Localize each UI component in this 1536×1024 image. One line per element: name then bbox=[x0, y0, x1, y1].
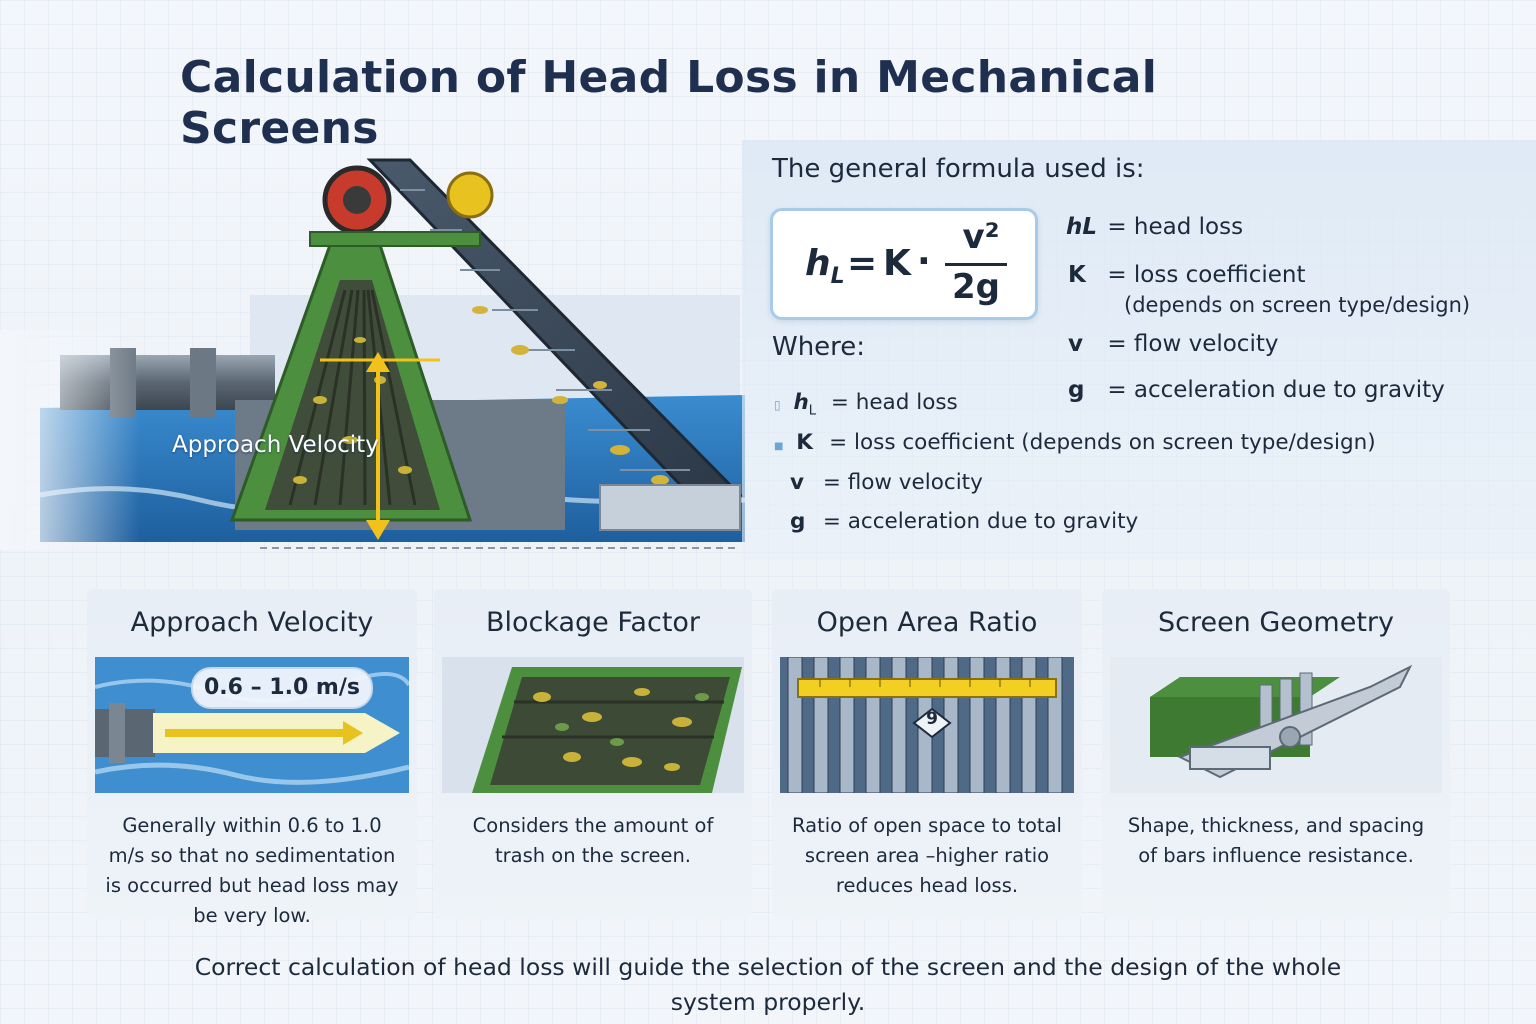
where-item-v: v = flow velocity bbox=[790, 470, 983, 495]
where-item-k: ■ K = loss coefficient (depends on scree… bbox=[774, 430, 1376, 455]
definition-g: g = acceleration due to gravity bbox=[1068, 377, 1445, 403]
card-description: Shape, thickness, and spacing of bars in… bbox=[1127, 814, 1425, 867]
bullet-icon: ■ bbox=[774, 441, 784, 452]
discharge-trough bbox=[599, 484, 741, 531]
velocity-illustration: 0.6 – 1.0 m/s bbox=[95, 657, 409, 793]
where-item-g: g = acceleration due to gravity bbox=[790, 509, 1139, 534]
card-title: Approach Velocity bbox=[130, 607, 374, 638]
bullet-icon: ▯ bbox=[774, 398, 781, 412]
definition-hl: hL = head loss bbox=[1066, 214, 1244, 240]
formula-k: K bbox=[883, 243, 911, 284]
fraction-bar bbox=[945, 263, 1007, 266]
card-title: Screen Geometry bbox=[1157, 607, 1395, 638]
belt-debris bbox=[472, 306, 669, 485]
belt-cleats bbox=[400, 189, 690, 471]
formula-box: hL = K · v² 2g bbox=[770, 208, 1038, 320]
card-blockage-factor: Blockage Factor bbox=[434, 589, 752, 919]
card-open-area-ratio: Open Area Ratio bbox=[772, 589, 1082, 919]
velocity-arrow bbox=[320, 352, 440, 540]
where-label: Where: bbox=[772, 332, 866, 362]
screen-bars bbox=[265, 280, 440, 510]
card-title: Open Area Ratio bbox=[816, 607, 1038, 638]
top-platform bbox=[309, 231, 481, 247]
where-item-hl: ▯ hL = head loss bbox=[774, 390, 958, 419]
bar-rack-ruler-drawing bbox=[780, 657, 1074, 793]
card-title: Blockage Factor bbox=[485, 607, 701, 638]
card-description: Generally within 0.6 to 1.0 m/s so that … bbox=[105, 814, 399, 927]
card-description: Ratio of open space to total screen area… bbox=[792, 814, 1062, 897]
geometry-illustration bbox=[1110, 657, 1442, 793]
screen-illustration: Approach Velocity bbox=[0, 150, 745, 550]
formula-numerator: v² bbox=[962, 217, 1000, 257]
drive-motor bbox=[446, 171, 494, 219]
velocity-range-badge: 0.6 – 1.0 m/s bbox=[191, 667, 373, 709]
formula-panel: The general formula used is: hL = K · v²… bbox=[742, 140, 1536, 560]
footer-summary: Correct calculation of head loss will gu… bbox=[194, 953, 1342, 1016]
blocked-screen-drawing bbox=[442, 657, 744, 793]
formula-lhs: hL bbox=[805, 243, 845, 290]
approach-velocity-label: Approach Velocity bbox=[172, 432, 379, 458]
formula-dot: · bbox=[917, 241, 931, 282]
page-title: Calculation of Head Loss in Mechanical S… bbox=[180, 52, 1158, 154]
card-approach-velocity: Approach Velocity 0.6 – 1.0 m/s Generall… bbox=[87, 589, 417, 927]
gauge-number: 9 bbox=[926, 709, 938, 729]
card-description: Considers the amount of trash on the scr… bbox=[472, 814, 714, 867]
definition-k-note: (depends on screen type/design) bbox=[1124, 293, 1471, 317]
mechanical-screen-drawing bbox=[0, 158, 745, 550]
blockage-illustration bbox=[442, 657, 744, 793]
formula-denominator: 2g bbox=[952, 267, 1000, 307]
definition-v: v = flow velocity bbox=[1068, 331, 1279, 357]
definition-k: K = loss coefficient bbox=[1068, 262, 1306, 288]
formula-intro: The general formula used is: bbox=[772, 154, 1145, 184]
bars-caliper-drawing bbox=[1110, 657, 1442, 793]
open-area-illustration: 9 bbox=[780, 657, 1074, 793]
card-screen-geometry: Screen Geometry Shape, thickness, and sp… bbox=[1102, 589, 1450, 919]
formula-equals: = bbox=[847, 243, 878, 284]
